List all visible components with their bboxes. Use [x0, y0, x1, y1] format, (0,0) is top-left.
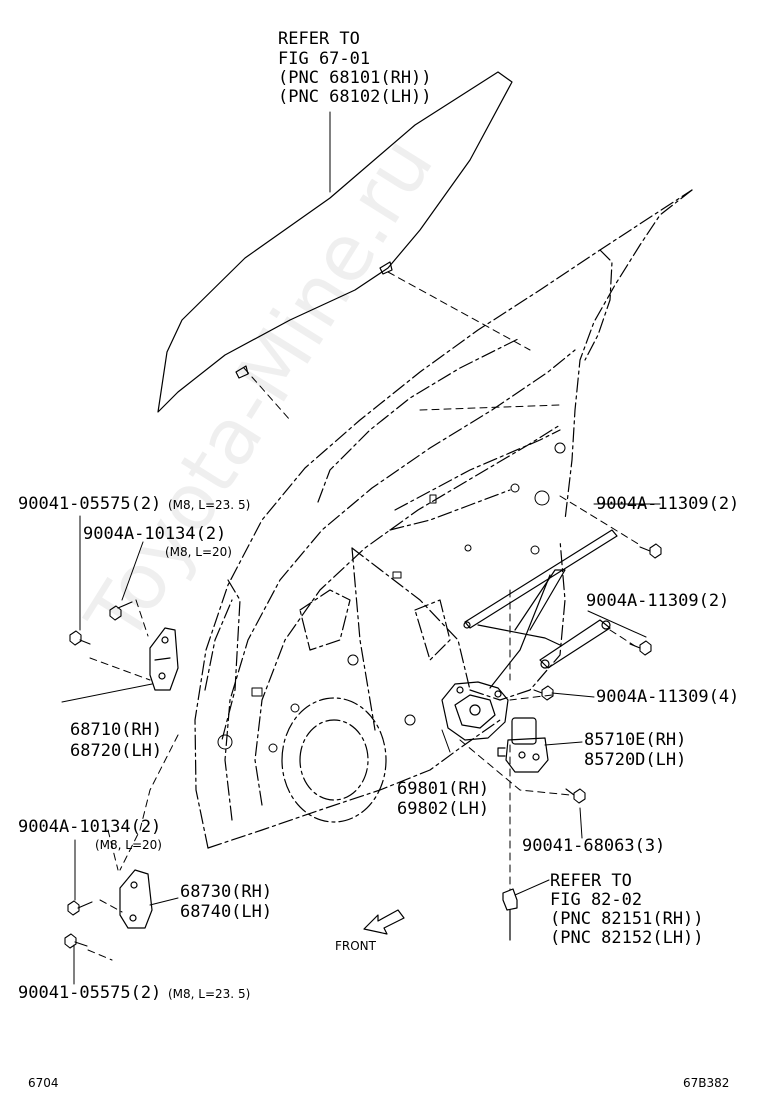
bolt-upper-hinge-label: 9004A-10134(2): [83, 524, 227, 544]
bolt-right-1-label: 9004A-11309(2): [596, 494, 740, 514]
glass-ref-line-3: (PNC 68101(RH)): [278, 68, 432, 88]
page-number-left: 6704: [28, 1076, 59, 1090]
upper-hinge: [149, 627, 179, 691]
front-label: FRONT: [335, 939, 376, 953]
lower-hinge-rh-label: 68730(RH): [180, 882, 273, 902]
motor-rh-label: 85710E(RH): [584, 730, 687, 750]
bolt-bottom-left-note: (M8, L=23. 5): [168, 987, 251, 1001]
glass-ref-line-1: REFER TO: [278, 29, 360, 49]
lower-hinge-lh-label: 68740(LH): [180, 902, 273, 922]
upper-hinge-rh-label: 68710(RH): [70, 720, 163, 740]
regulator-rh-label: 69801(RH): [397, 779, 490, 799]
bolt-right-2-label: 9004A-11309(2): [586, 591, 730, 611]
switch-ref-line-2: FIG 82-02: [550, 890, 643, 910]
switch-ref-line-1: REFER TO: [550, 871, 632, 891]
bolt-lower-hinge-label: 9004A-10134(2): [18, 817, 162, 837]
bolt-bottom-left-label: 90041-05575(2): [18, 983, 162, 1003]
bolt-upper-hinge-note: (M8, L=20): [165, 545, 232, 559]
bolts: [64, 543, 662, 949]
bolt-lower-hinge-note: (M8, L=20): [95, 838, 162, 852]
window-regulator-rails: [463, 529, 618, 689]
glass-ref-line-2: FIG 67-01: [278, 49, 371, 69]
motor-lh-label: 85720D(LH): [584, 750, 687, 770]
window-motor: [497, 717, 549, 773]
switch-ref-line-3: (PNC 82151(RH)): [550, 909, 704, 929]
glass-ref-line-4: (PNC 68102(LH)): [278, 87, 432, 107]
regulator-assembly: [441, 681, 509, 741]
bolt-top-left-note: (M8, L=23. 5): [168, 498, 251, 512]
window-switch: [502, 888, 518, 941]
solid-leaders: [61, 111, 661, 985]
dashed-leaders: [87, 271, 641, 961]
door-panel: [194, 189, 693, 849]
upper-hinge-lh-label: 68720(LH): [70, 741, 163, 761]
bolt-top-left-label: 90041-05575(2): [18, 494, 162, 514]
door-glass: [157, 71, 513, 413]
page-number-right: 67B382: [683, 1076, 730, 1090]
switch-ref-line-4: (PNC 82152(LH)): [550, 928, 704, 948]
lower-hinge: [119, 869, 153, 929]
front-arrow-icon: [363, 909, 405, 935]
panel-holes: [217, 442, 566, 753]
regulator-lh-label: 69802(LH): [397, 799, 490, 819]
bolt-motor-label: 90041-68063(3): [522, 836, 666, 856]
bolt-right-3-label: 9004A-11309(4): [596, 687, 740, 707]
